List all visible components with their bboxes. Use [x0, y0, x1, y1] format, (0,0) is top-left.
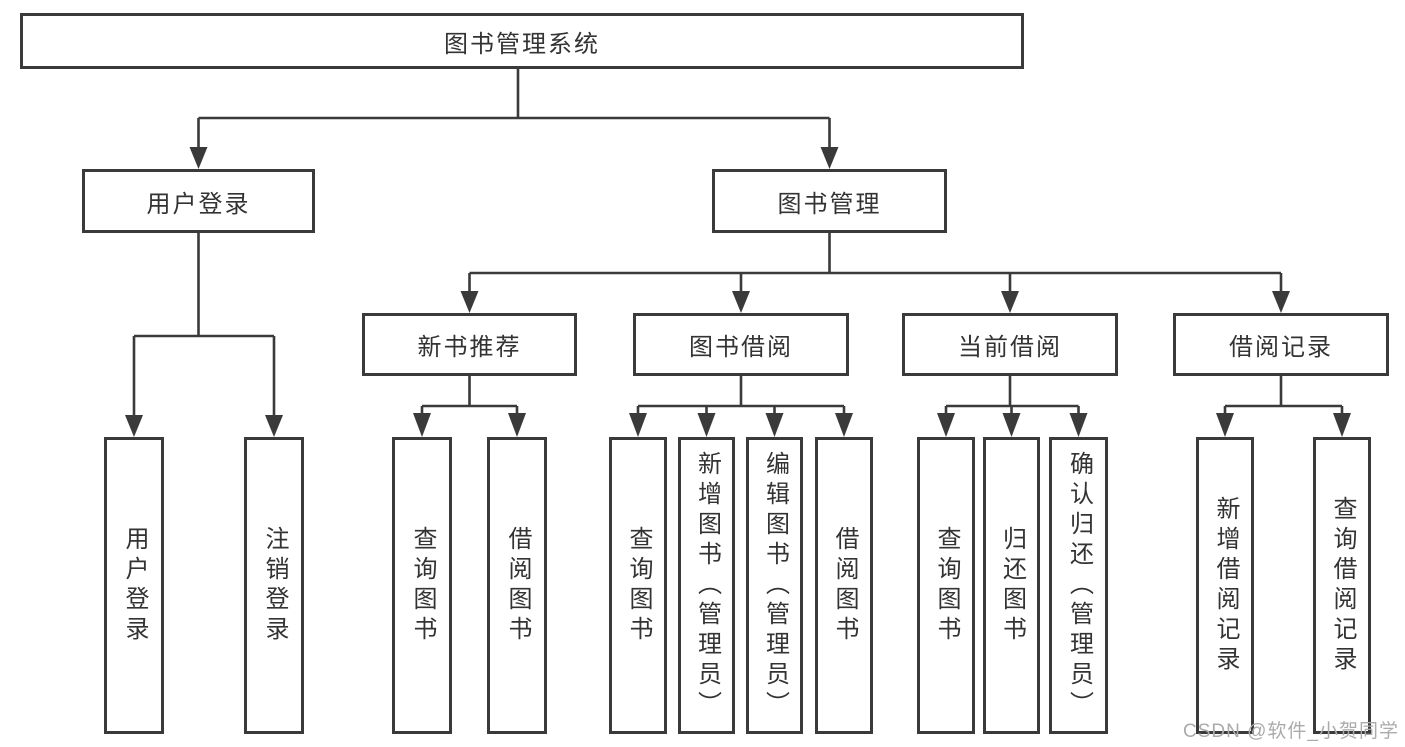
leaf-logout: 注销登录 [244, 437, 304, 734]
leaf-return-book: 归还图书 [983, 437, 1040, 734]
watermark: CSDN @软件_小贺同学 [1183, 721, 1399, 742]
node-new-book-recommend-label: 新书推荐 [417, 334, 522, 361]
node-borrow-records: 借阅记录 [1173, 313, 1389, 376]
leaf-query-books-borrow-label: 查询图书 [625, 525, 652, 646]
node-user-login: 用户登录 [82, 169, 315, 233]
arrow-heads [125, 147, 1351, 437]
leaf-edit-book-admin-label: 编辑图书（管理员） [761, 450, 789, 721]
leaf-query-borrow-record-label: 查询借阅记录 [1329, 495, 1356, 676]
connector-strokes [132, 68, 1344, 418]
leaf-add-book-admin-label: 新增图书（管理员） [693, 450, 721, 721]
leaf-logout-label: 注销登录 [261, 525, 288, 646]
leaf-query-books-recommend-label: 查询图书 [409, 525, 436, 646]
leaf-query-books-current-label: 查询图书 [933, 525, 960, 646]
leaf-add-borrow-record: 新增借阅记录 [1196, 437, 1254, 734]
node-book-management: 图书管理 [712, 169, 947, 233]
node-user-login-label: 用户登录 [146, 190, 251, 218]
leaf-user-login: 用户登录 [104, 437, 164, 734]
leaf-add-borrow-record-label: 新增借阅记录 [1212, 495, 1239, 676]
leaf-query-books-current: 查询图书 [917, 437, 975, 734]
node-library-system-label: 图书管理系统 [444, 30, 600, 58]
node-current-borrow: 当前借阅 [902, 313, 1118, 376]
node-book-management-label: 图书管理 [777, 190, 882, 218]
leaf-query-borrow-record: 查询借阅记录 [1313, 437, 1371, 734]
leaf-borrow-books: 借阅图书 [815, 437, 873, 734]
leaf-borrow-books-recommend-label: 借阅图书 [504, 525, 531, 646]
node-borrow-records-label: 借阅记录 [1229, 334, 1333, 361]
leaf-query-books-borrow: 查询图书 [609, 437, 667, 734]
leaf-return-book-label: 归还图书 [998, 525, 1026, 646]
node-library-system: 图书管理系统 [20, 13, 1024, 69]
leaf-edit-book-admin: 编辑图书（管理员） [746, 437, 803, 734]
node-current-borrow-label: 当前借阅 [958, 334, 1062, 361]
leaf-borrow-books-label: 借阅图书 [831, 525, 858, 646]
node-new-book-recommend: 新书推荐 [362, 313, 577, 376]
leaf-query-books-recommend: 查询图书 [392, 437, 452, 734]
leaf-confirm-return-admin: 确认归还（管理员） [1049, 437, 1108, 734]
node-book-borrow-label: 图书借阅 [689, 334, 793, 361]
leaf-user-login-label: 用户登录 [121, 525, 148, 646]
leaf-borrow-books-recommend: 借阅图书 [487, 437, 547, 734]
node-book-borrow: 图书借阅 [633, 313, 849, 376]
leaf-confirm-return-admin-label: 确认归还（管理员） [1065, 450, 1093, 721]
leaf-add-book-admin: 新增图书（管理员） [678, 437, 735, 734]
